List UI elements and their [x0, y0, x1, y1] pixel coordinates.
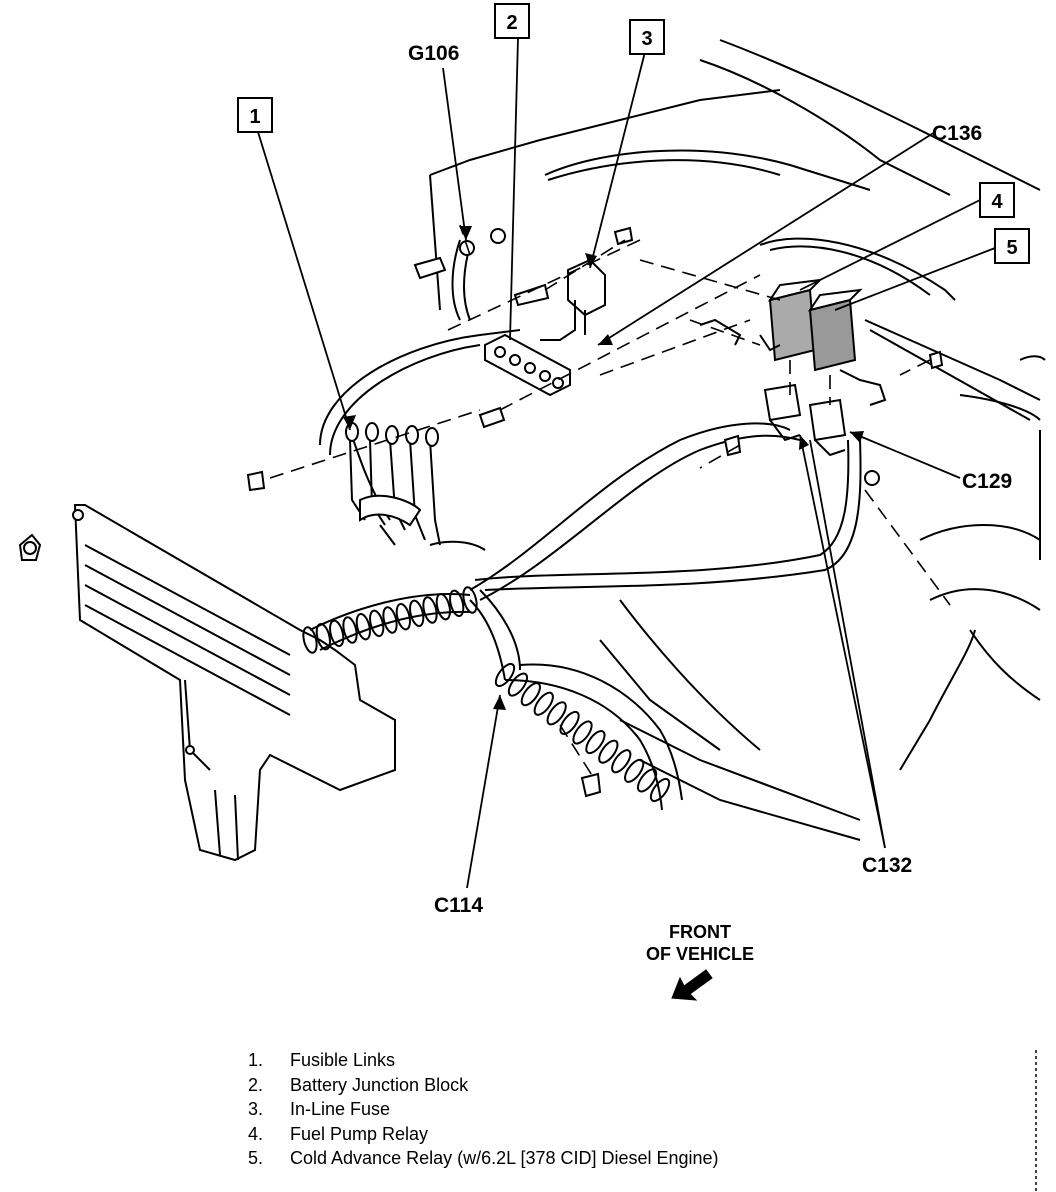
- convolute-ring: [624, 758, 645, 783]
- convolute-ring: [520, 682, 541, 707]
- convolute-ring: [611, 749, 632, 774]
- label-c136: C136: [932, 122, 982, 145]
- leader-lines: [257, 37, 996, 889]
- convolute-ring: [507, 672, 529, 697]
- convolute-ring: [585, 730, 606, 755]
- label-c129: C129: [962, 470, 1012, 493]
- cover-bracket: [72, 504, 396, 862]
- convolute-ring: [355, 612, 371, 641]
- alignment-lines: [269, 224, 951, 781]
- front-label-line2: OF VEHICLE: [646, 944, 754, 964]
- legend: 1.Fusible Links 2.Battery Junction Block…: [248, 1048, 868, 1171]
- convolute-ring: [546, 701, 567, 726]
- harness-convolute: [302, 586, 671, 803]
- convolute-ring: [395, 602, 411, 631]
- label-g106: G106: [408, 42, 459, 65]
- callout-4: 4: [979, 182, 1015, 218]
- connector-blocks: [763, 383, 847, 457]
- leader-arrowheads: [343, 226, 864, 710]
- label-c132: C132: [862, 854, 912, 877]
- convolute-ring: [422, 596, 438, 624]
- callout-2: 2: [494, 3, 530, 39]
- convolute-ring: [649, 777, 671, 803]
- convolute-ring: [302, 626, 318, 654]
- convolute-ring: [382, 606, 398, 634]
- fender-outline: [429, 39, 1046, 841]
- convolute-ring: [559, 710, 580, 735]
- front-label-line1: FRONT: [669, 922, 731, 942]
- convolute-ring: [315, 622, 331, 651]
- convolute-ring: [435, 592, 451, 621]
- svg-text:1: 1: [249, 106, 260, 128]
- label-c114: C114: [434, 894, 483, 917]
- svg-text:2: 2: [506, 12, 517, 34]
- convolute-ring: [572, 720, 593, 745]
- convolute-ring: [369, 609, 385, 638]
- legend-item-3: 3.In-Line Fuse: [248, 1099, 391, 1119]
- front-arrow-icon: [671, 969, 713, 1001]
- callout-1: 1: [237, 97, 273, 133]
- convolute-ring: [494, 662, 516, 688]
- svg-text:3: 3: [641, 28, 652, 50]
- in-line-fuse: [540, 258, 606, 341]
- convolute-ring: [462, 586, 478, 614]
- legend-item-1: 1.Fusible Links: [248, 1050, 396, 1070]
- svg-text:5: 5: [1006, 237, 1017, 259]
- callout-5: 5: [994, 228, 1030, 264]
- convolute-ring: [329, 619, 345, 648]
- legend-item-2: 2.Battery Junction Block: [248, 1074, 469, 1095]
- convolute-ring: [449, 589, 465, 618]
- wire-harness: [309, 239, 862, 811]
- convolute-ring: [342, 616, 358, 644]
- fasteners: [246, 226, 944, 798]
- legend-item-4: 4.Fuel Pump Relay: [248, 1123, 429, 1144]
- convolute-ring: [636, 768, 658, 793]
- svg-text:4: 4: [991, 191, 1003, 213]
- convolute-ring: [598, 739, 619, 764]
- convolute-ring: [409, 599, 425, 628]
- relays: [699, 278, 887, 406]
- legend-item-5: 5.Cold Advance Relay (w/6.2L [378 CID] D…: [248, 1148, 719, 1168]
- callout-3: 3: [629, 19, 665, 55]
- battery-junction-block: [484, 333, 571, 397]
- fastener-left: [18, 533, 42, 561]
- fusible-link-leads: [345, 422, 486, 551]
- convolute-ring: [533, 691, 554, 716]
